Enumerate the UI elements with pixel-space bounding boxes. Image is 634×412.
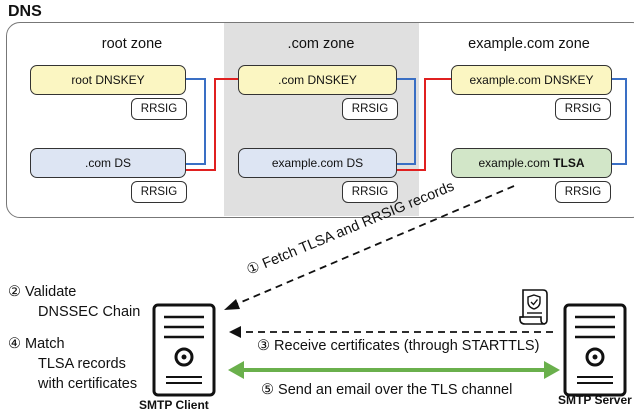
send-step-label: ⑤ Send an email over the TLS channel	[261, 382, 513, 398]
example-ds-record: example.com DS	[238, 148, 397, 178]
validate-step-line1: ② Validate	[8, 284, 77, 300]
root-dnskey-to-com-ds-link	[186, 78, 206, 165]
receive-step-label: ③ Receive certificates (through STARTTLS…	[257, 338, 540, 354]
com-ds-to-com-dnskey-link	[186, 78, 238, 171]
certificate-icon	[519, 289, 548, 325]
receive-arrowhead	[229, 326, 241, 338]
example-tlsa-record: example.com TLSA	[451, 148, 612, 178]
com-zone-label: .com zone	[287, 36, 355, 52]
smtp-client-label: SMTP Client	[139, 398, 209, 412]
example-dnskey-to-tlsa-link	[612, 78, 627, 165]
smtp-server-label: SMTP Server	[558, 393, 632, 407]
com-dnskey-record: .com DNSKEY	[238, 65, 397, 95]
validate-step-line2: DNSSEC Chain	[38, 304, 141, 320]
dns-title: DNS	[8, 3, 42, 20]
tlsa-record-type: TLSA	[553, 156, 585, 170]
example-tlsa-rrsig: RRSIG	[555, 181, 611, 203]
root-dnskey-record: root DNSKEY	[30, 65, 186, 95]
com-ds-rrsig: RRSIG	[131, 181, 187, 203]
example-dnskey-record: example.com DNSKEY	[451, 65, 612, 95]
send-arrowhead-right	[544, 361, 560, 379]
tlsa-record-name: example.com	[478, 156, 554, 170]
example-ds-rrsig: RRSIG	[342, 181, 398, 203]
smtp-server-icon	[563, 303, 627, 397]
match-step-line3: with certificates	[38, 376, 138, 392]
send-arrowhead-left	[228, 361, 244, 379]
match-step-line2: TLSA records	[38, 356, 126, 372]
example-zone-label: example.com zone	[468, 36, 590, 52]
example-ds-to-example-dnskey-link	[397, 78, 451, 171]
root-zone-label: root zone	[101, 36, 163, 52]
smtp-client-server-icon	[152, 303, 216, 397]
fetch-arrow	[231, 185, 515, 307]
match-step-line1: ④ Match	[8, 336, 65, 352]
fetch-arrowhead	[224, 299, 240, 310]
root-dnskey-rrsig: RRSIG	[131, 98, 187, 120]
com-dnskey-rrsig: RRSIG	[342, 98, 398, 120]
com-dnskey-to-example-ds-link	[397, 78, 416, 165]
example-dnskey-rrsig: RRSIG	[555, 98, 611, 120]
com-ds-record: .com DS	[30, 148, 186, 178]
